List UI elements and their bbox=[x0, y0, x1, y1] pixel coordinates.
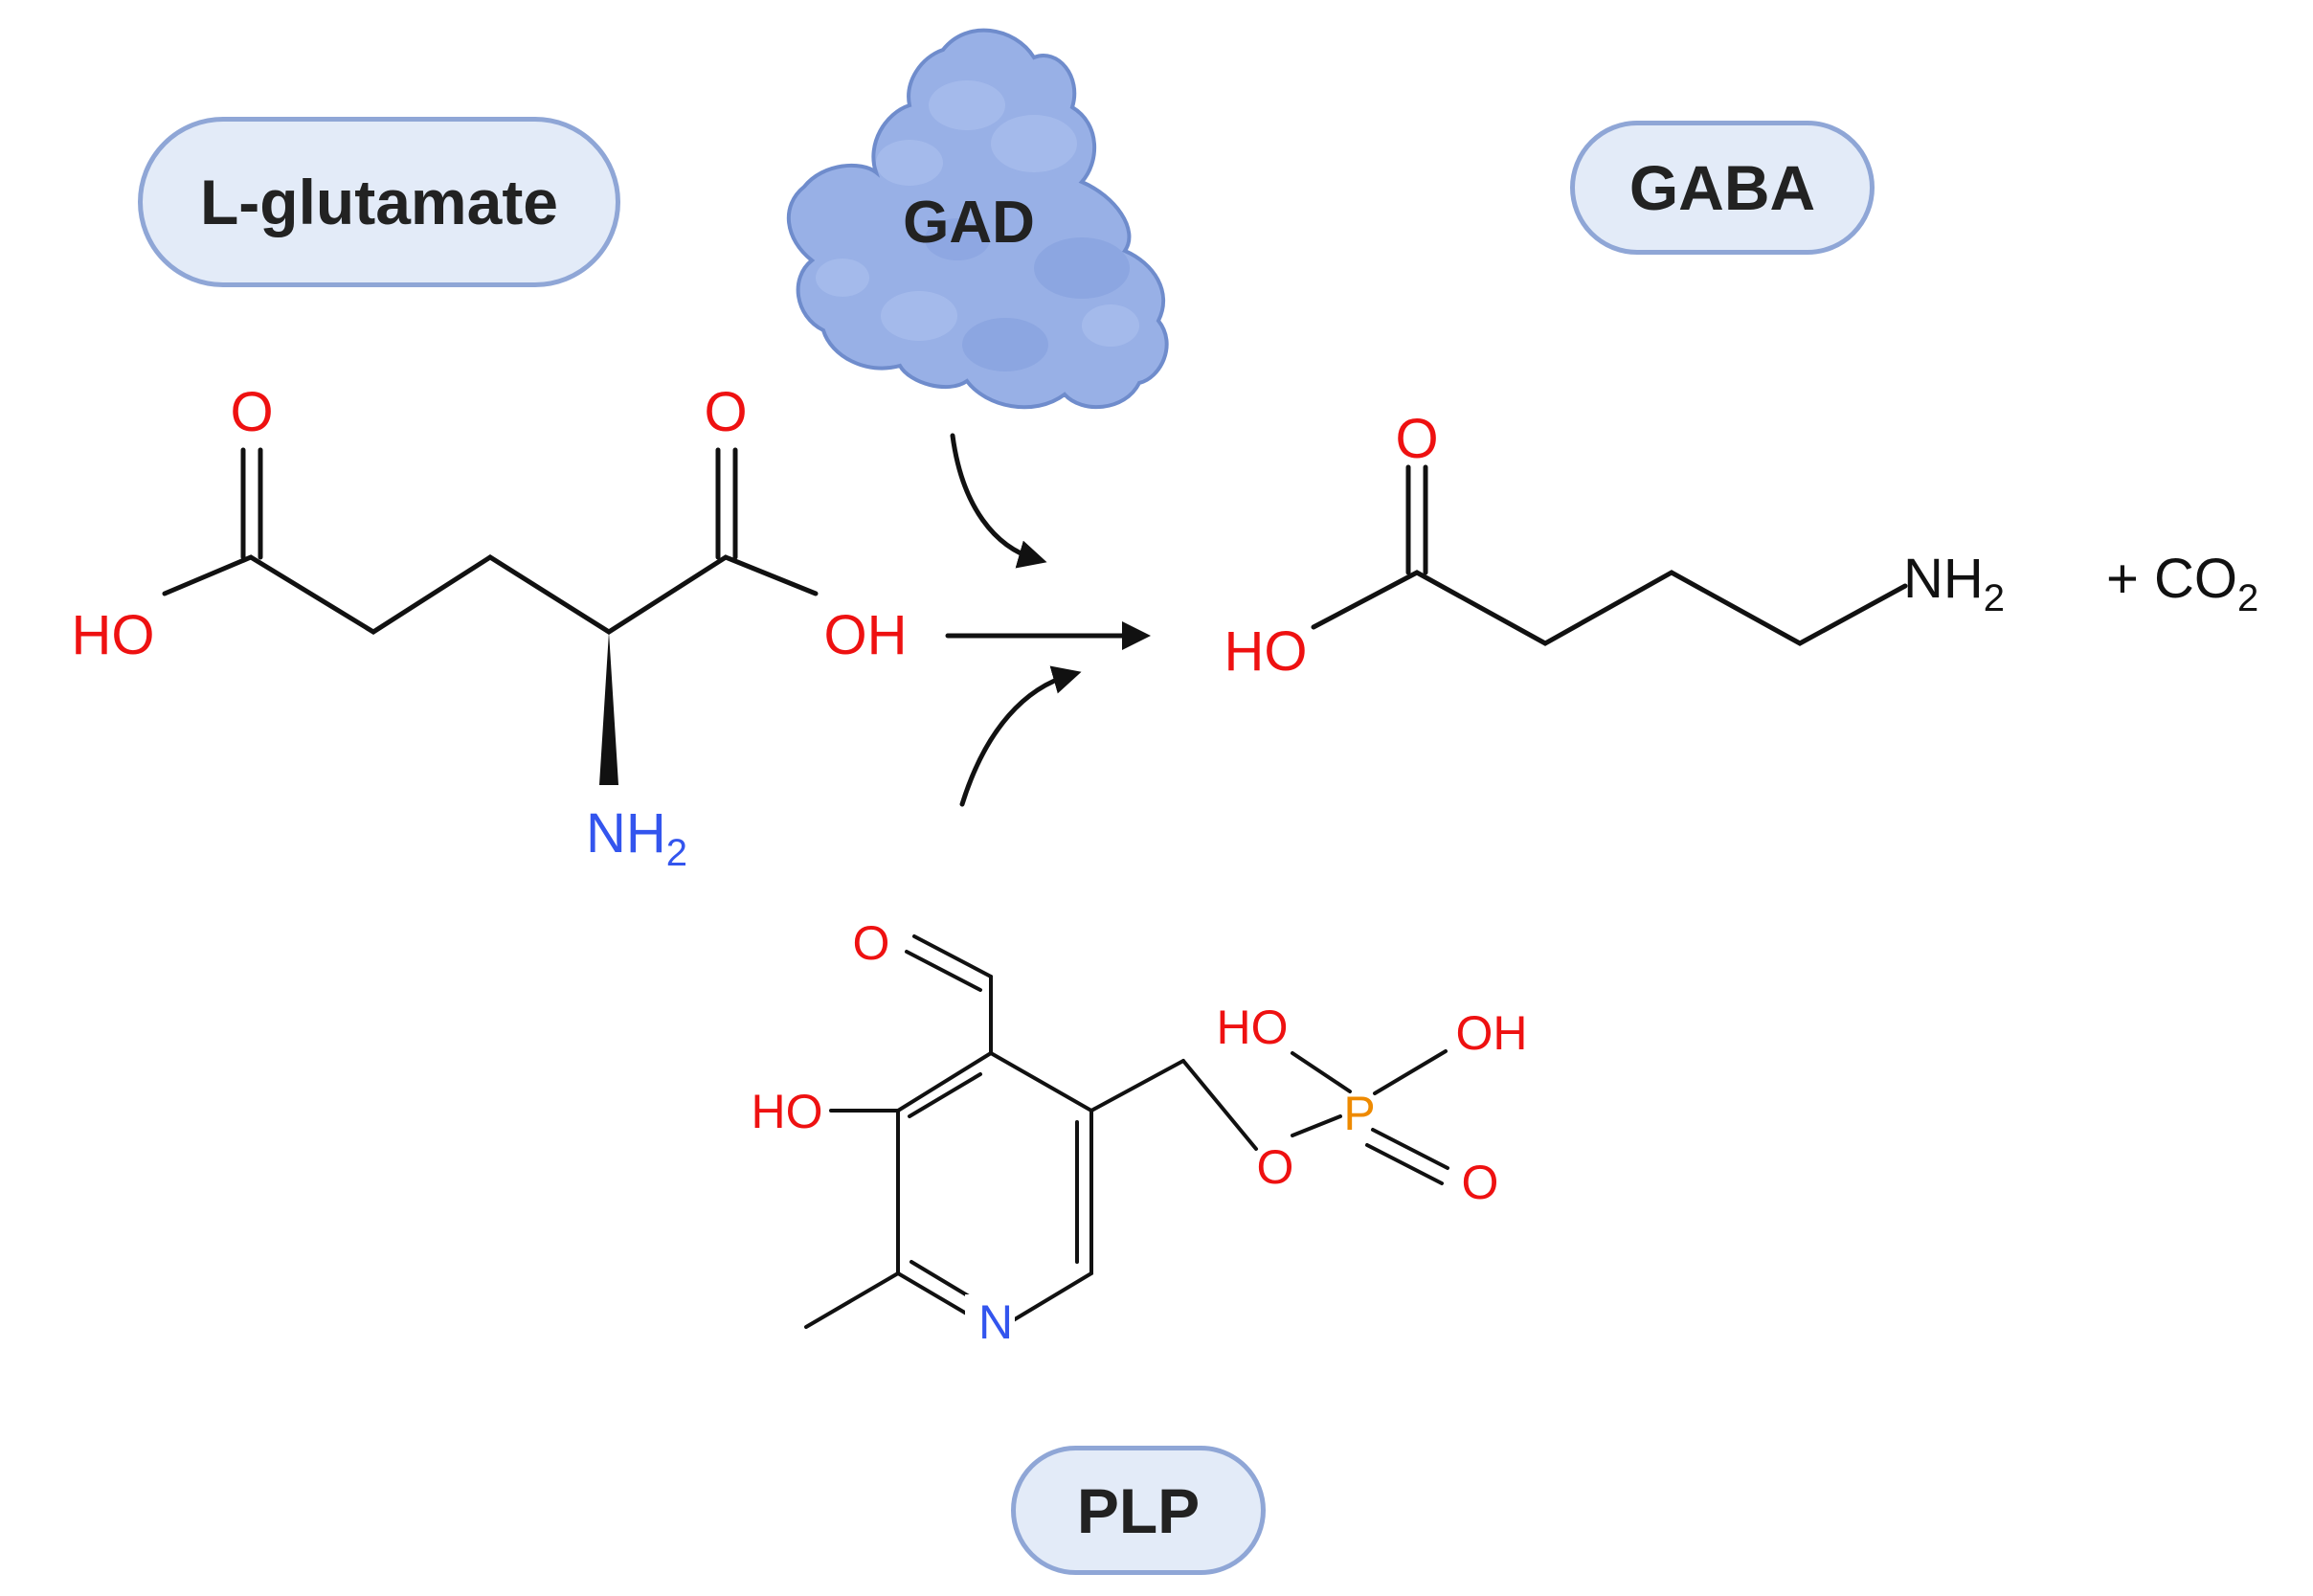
curved-arrow-icon bbox=[959, 665, 1082, 807]
curved-arrow-icon bbox=[950, 433, 1047, 569]
plp-structure: N O HO O P O HO OH bbox=[752, 916, 1528, 1349]
glu-amine: NH2 bbox=[586, 802, 687, 874]
plp-ring-nitrogen: N bbox=[978, 1295, 1013, 1349]
l-glutamate-structure: O O HO OH NH2 bbox=[72, 381, 908, 874]
glu-oxygen: O bbox=[230, 381, 273, 443]
gaba-hydroxyl: HO bbox=[1224, 620, 1308, 683]
gad-label: GAD bbox=[903, 190, 1035, 256]
plp-phosphorus: P bbox=[1343, 1087, 1375, 1140]
gaba-amine: NH2 bbox=[1903, 548, 2005, 619]
gaba-oxygen: O bbox=[1395, 408, 1438, 470]
plp-hydroxyl: HO bbox=[752, 1085, 823, 1138]
plp-aldehyde-oxygen: O bbox=[853, 916, 890, 970]
gaba-structure: O HO NH2 + CO2 bbox=[1224, 408, 2259, 683]
plp-phosphate-oxygen: O bbox=[1462, 1156, 1499, 1209]
l-glutamate-label: L-glutamate bbox=[138, 117, 620, 287]
glu-oxygen: O bbox=[704, 381, 747, 443]
plp-phosphate-hydroxyl: HO bbox=[1217, 1000, 1289, 1054]
plp-phosphate-hydroxyl: OH bbox=[1456, 1006, 1528, 1060]
plp-ester-oxygen: O bbox=[1257, 1140, 1294, 1194]
gaba-label: GABA bbox=[1570, 121, 1875, 255]
plp-label: PLP bbox=[1011, 1446, 1266, 1575]
glu-hydroxyl: OH bbox=[824, 604, 908, 666]
enzyme-protein-icon bbox=[786, 28, 1169, 410]
glu-hydroxyl: HO bbox=[72, 604, 155, 666]
co2-byproduct: + CO2 bbox=[2106, 548, 2258, 619]
